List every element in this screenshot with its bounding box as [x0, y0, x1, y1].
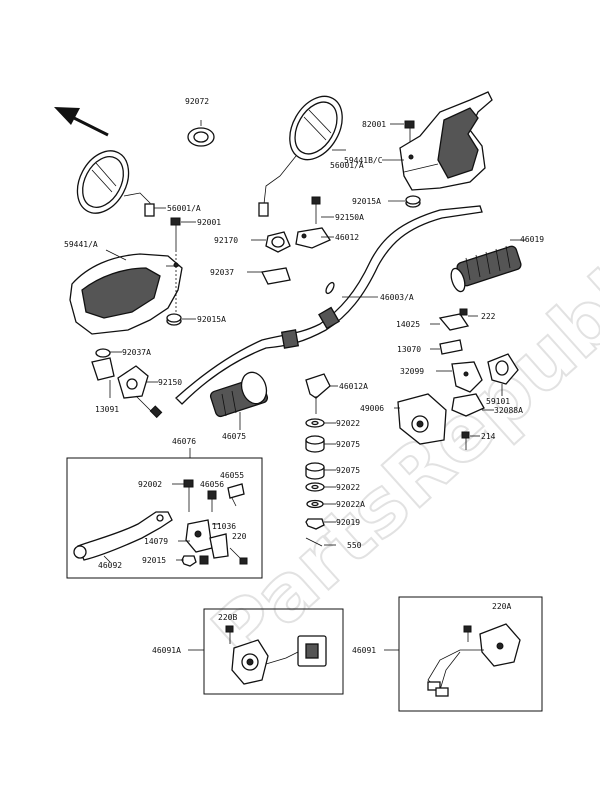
- front-direction-arrow-icon: [54, 107, 109, 137]
- right-switch-group-box: [398, 596, 543, 712]
- label-92075-a: 92075: [336, 440, 360, 449]
- label-46055: 46055: [220, 471, 244, 480]
- label-56001a-left: 56001/A: [167, 204, 201, 213]
- label-14079: 14079: [144, 537, 168, 546]
- left-switch-46091a: [225, 625, 327, 685]
- label-13070: 13070: [397, 345, 421, 354]
- label-92170: 92170: [214, 236, 238, 245]
- right-switch-46091: [427, 623, 521, 697]
- label-92072: 92072: [185, 97, 209, 106]
- label-82001: 82001: [362, 120, 386, 129]
- label-32088a: 32088A: [494, 406, 523, 415]
- left-mirror: [76, 150, 155, 217]
- part-92015a-nut-top: [405, 195, 421, 208]
- label-46012a: 46012A: [339, 382, 368, 391]
- label-92022-b: 92022: [336, 483, 360, 492]
- label-92150a: 92150A: [335, 213, 364, 222]
- part-46012a-holder: [305, 373, 331, 414]
- label-92015a-top: 92015A: [352, 197, 381, 206]
- part-14025-bracket: [438, 308, 470, 331]
- label-92037: 92037: [210, 268, 234, 277]
- part-14079-clamp: [209, 533, 229, 559]
- part-220-screw: [229, 547, 248, 565]
- label-13091: 13091: [95, 405, 119, 414]
- part-46056-screw: [207, 490, 217, 512]
- label-220: 220: [232, 532, 247, 541]
- left-hand-guard: [69, 253, 183, 335]
- label-92022: 92022: [336, 419, 360, 428]
- label-59441bc: 59441B/C: [344, 156, 383, 165]
- part-92072-ring: [187, 127, 215, 147]
- label-92037a: 92037A: [122, 348, 151, 357]
- part-92037a-cap: [91, 348, 115, 381]
- part-92170-clamp: [265, 231, 291, 253]
- part-92001-bolt: [170, 217, 181, 250]
- center-stack-parts: [305, 418, 325, 547]
- label-92150: 92150: [158, 378, 182, 387]
- right-hand-guard: [399, 91, 493, 191]
- label-92075-b: 92075: [336, 466, 360, 475]
- right-grip-46019: [450, 245, 522, 293]
- label-92015: 92015: [142, 556, 166, 565]
- label-92001: 92001: [197, 218, 221, 227]
- label-32099: 32099: [400, 367, 424, 376]
- label-92022a: 92022A: [336, 500, 365, 509]
- label-46019: 46019: [520, 235, 544, 244]
- clutch-lever-46092: [73, 511, 173, 561]
- label-14025: 14025: [396, 320, 420, 329]
- label-92019: 92019: [336, 518, 360, 527]
- part-46012-holder: [295, 227, 331, 249]
- part-11036-bracket: [185, 519, 213, 553]
- part-214-screw: [461, 431, 470, 450]
- left-switch-group-box: [203, 608, 344, 695]
- left-grip-46075: [209, 371, 269, 418]
- part-49006-throttle-housing: [397, 393, 447, 445]
- label-550: 550: [347, 541, 362, 550]
- part-92015a-nut-left: [166, 313, 182, 326]
- part-32088a-cover: [451, 393, 485, 417]
- label-220b: 220B: [218, 613, 237, 622]
- clutch-lever-group-box: [66, 457, 263, 579]
- part-82001-bolt: [404, 120, 415, 142]
- label-46091a: 46091A: [152, 646, 181, 655]
- part-59101-cover: [487, 353, 519, 385]
- label-214: 214: [481, 432, 496, 441]
- label-46091: 46091: [352, 646, 376, 655]
- label-11036: 11036: [212, 522, 236, 531]
- label-59441a: 59441/A: [64, 240, 98, 249]
- label-46092: 46092: [98, 561, 122, 570]
- label-46003a: 46003/A: [380, 293, 414, 302]
- part-92015-nut: [181, 555, 209, 567]
- label-46012: 46012: [335, 233, 359, 242]
- label-46076: 46076: [172, 437, 196, 446]
- part-92002-bolt: [183, 479, 194, 512]
- part-13070-collar: [439, 339, 463, 355]
- label-46056: 46056: [200, 480, 224, 489]
- label-49006: 49006: [360, 404, 384, 413]
- label-59101: 59101: [486, 397, 510, 406]
- part-92037-clip: [261, 267, 291, 285]
- part-92150a-bolt: [311, 196, 321, 224]
- label-220a: 220A: [492, 602, 511, 611]
- part-13091-clamp: [117, 365, 149, 399]
- part-32099-housing: [451, 361, 483, 393]
- label-56001a-right: 56001/A: [330, 161, 364, 170]
- label-46075: 46075: [222, 432, 246, 441]
- label-222: 222: [481, 312, 496, 321]
- right-mirror: [258, 95, 343, 217]
- label-92002: 92002: [138, 480, 162, 489]
- handlebar: [175, 205, 483, 405]
- part-92150-bolt: [135, 395, 163, 419]
- label-92015a-left: 92015A: [197, 315, 226, 324]
- part-46055-adjuster: [227, 483, 245, 507]
